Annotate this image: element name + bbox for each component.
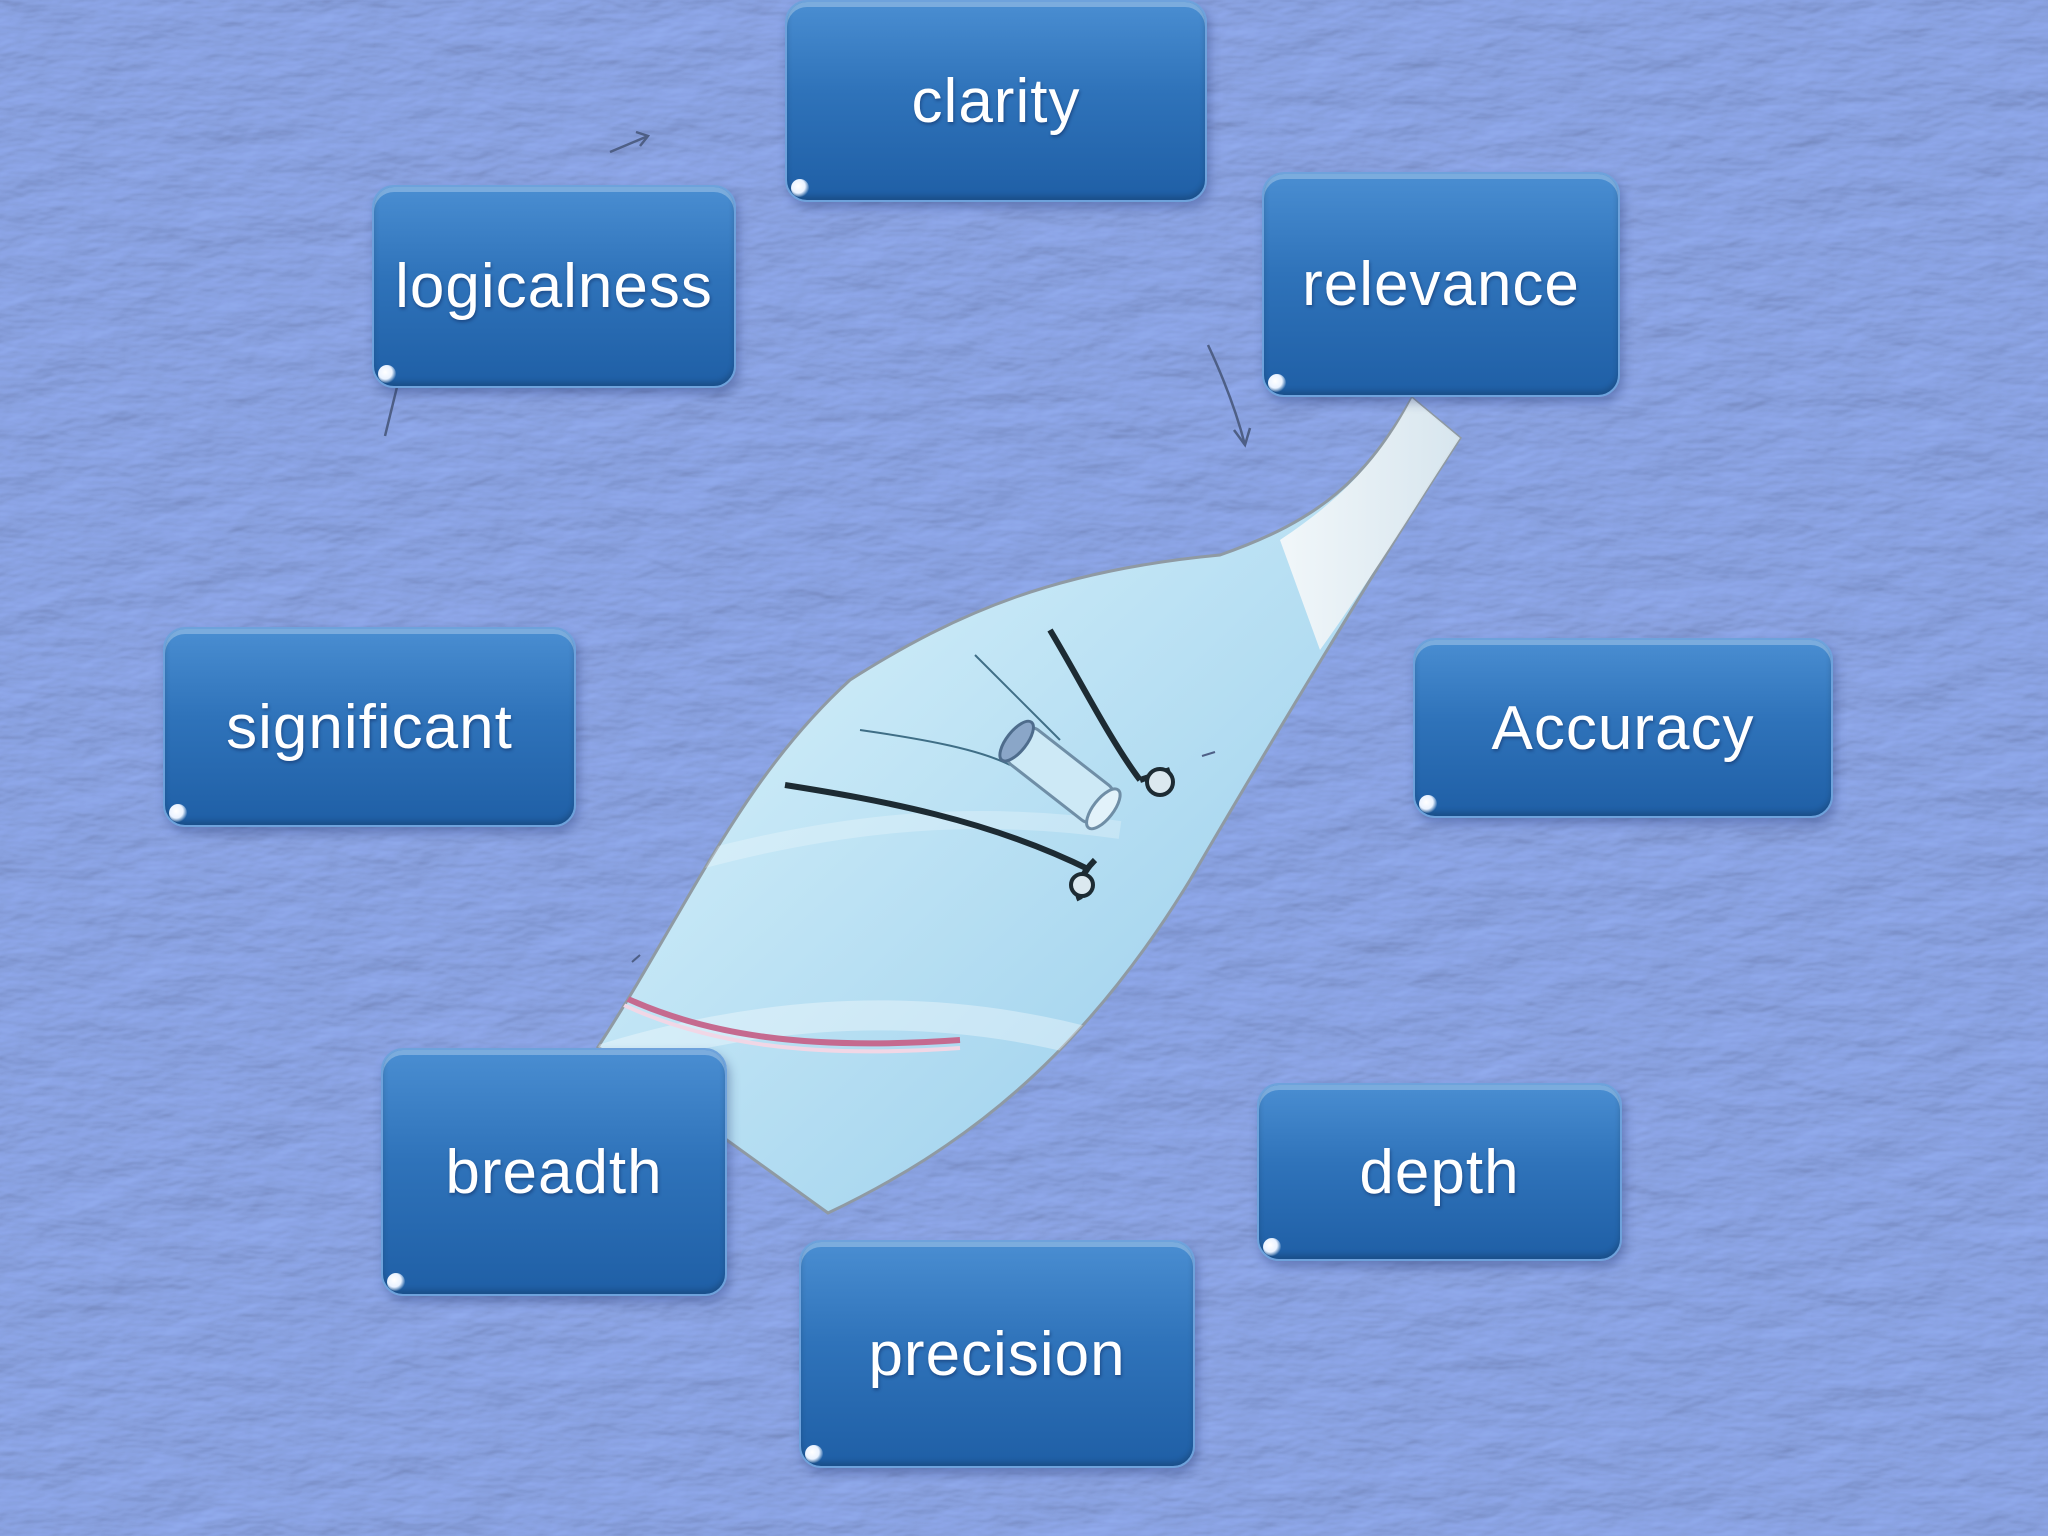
- box-precision-label: precision: [868, 1319, 1126, 1389]
- box-depth: depth: [1257, 1083, 1622, 1261]
- box-relevance-label: relevance: [1302, 250, 1580, 319]
- box-relevance: relevance: [1262, 172, 1620, 397]
- box-significant: significant: [163, 627, 576, 827]
- box-clarity: clarity: [785, 0, 1207, 202]
- box-depth-label: depth: [1359, 1137, 1520, 1207]
- box-clarity-label: clarity: [911, 66, 1081, 136]
- box-breadth: breadth: [381, 1048, 727, 1296]
- box-significant-label: significant: [226, 692, 513, 762]
- box-precision: precision: [799, 1240, 1195, 1468]
- box-logicalness: logicalness: [372, 185, 736, 388]
- box-breadth-label: breadth: [445, 1137, 663, 1207]
- box-accuracy: Accuracy: [1413, 638, 1833, 818]
- box-logicalness-label: logicalness: [395, 252, 713, 321]
- box-accuracy-label: Accuracy: [1491, 693, 1755, 763]
